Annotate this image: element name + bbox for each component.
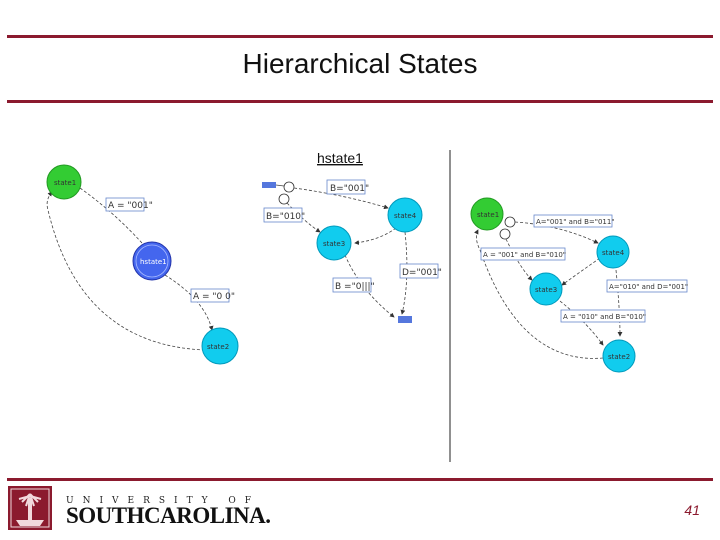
junction-right-2 bbox=[499, 228, 511, 240]
edge-r-state2-to-state1 bbox=[474, 229, 604, 359]
cond-b010: B="010" bbox=[266, 212, 305, 222]
hstate1-title: hstate1 bbox=[317, 150, 363, 166]
slide-title: Hierarchical States bbox=[242, 48, 478, 79]
south-carolina-text: SOUTHCAROLINA. bbox=[66, 503, 271, 528]
cond-a001: A = "001" bbox=[108, 201, 153, 211]
node-r-state2 bbox=[602, 339, 636, 373]
node-r-state3 bbox=[529, 272, 563, 306]
node-r-state1 bbox=[470, 197, 504, 231]
edge-r-state1-to-state4 bbox=[514, 221, 599, 244]
edge-hstate1-to-state2 bbox=[164, 274, 214, 331]
cond-r-a001-b011: A="001" and B="011" bbox=[536, 218, 615, 226]
cond-r-a010-b010: A = "010" and B="010" bbox=[563, 313, 646, 321]
cond-box-a010 bbox=[190, 288, 230, 303]
entry-marker bbox=[262, 182, 276, 188]
exit-marker bbox=[398, 316, 412, 323]
top-rule bbox=[7, 35, 713, 38]
node-hstate1-label: hstate1 bbox=[140, 258, 167, 266]
page-number: 41 bbox=[684, 502, 700, 518]
footer-rule bbox=[7, 478, 713, 481]
cond-r-a010-d001: A="010" and D="001" bbox=[609, 283, 688, 291]
edge-to-state3 bbox=[286, 202, 321, 233]
node-state3 bbox=[316, 225, 352, 261]
node-state4 bbox=[387, 197, 423, 233]
junction-2 bbox=[278, 193, 290, 205]
node-state1 bbox=[46, 164, 82, 200]
edge-to-state4 bbox=[293, 187, 389, 210]
node-r-state1-label: state1 bbox=[477, 211, 499, 219]
cond-a010: A = "0 0" bbox=[193, 292, 235, 302]
junction-right-1 bbox=[504, 216, 516, 228]
university-of-text: UNIVERSITY OF bbox=[66, 496, 261, 506]
university-logo: UNIVERSITY OF SOUTHCAROLINA. bbox=[8, 486, 271, 532]
cond-b001: B="001" bbox=[330, 184, 369, 194]
node-state2 bbox=[201, 327, 239, 365]
edge-state2-to-state1 bbox=[46, 191, 206, 351]
cond-d001: D="001" bbox=[402, 268, 442, 278]
edge-state4-to-exit bbox=[400, 231, 408, 315]
title-underline-rule bbox=[7, 100, 713, 103]
edge-r-state1-to-state3 bbox=[505, 238, 533, 281]
edge-state4-to-state3 bbox=[354, 227, 397, 245]
node-hstate1 bbox=[132, 241, 172, 281]
node-state4-label: state4 bbox=[394, 212, 417, 220]
edge-r-state4-to-state2 bbox=[615, 269, 623, 337]
node-state3-label: state3 bbox=[323, 240, 345, 248]
node-r-state3-label: state3 bbox=[535, 286, 557, 294]
junction-1 bbox=[283, 181, 295, 193]
node-state2-label: state2 bbox=[207, 343, 229, 351]
edge-state3-to-exit bbox=[344, 254, 395, 318]
edge-r-state3-to-state2 bbox=[555, 297, 604, 346]
cond-r-a001-b010: A = "001" and B="010" bbox=[483, 251, 566, 259]
palmetto-seal-icon bbox=[8, 486, 52, 530]
cond-b0111: B ="0|||" bbox=[335, 282, 375, 292]
node-r-state2-label: state2 bbox=[608, 353, 630, 361]
edge-r-state4-to-state3 bbox=[561, 257, 601, 286]
cond-box-a001 bbox=[105, 197, 145, 212]
node-r-state4-label: state4 bbox=[602, 249, 625, 257]
node-state1-label: state1 bbox=[54, 179, 76, 187]
node-r-state4 bbox=[596, 235, 630, 269]
right-statechart: A="001" and B="011" A = "001" and B="010… bbox=[470, 197, 688, 373]
left-statechart: A = "001" A = "0 0" state1 hstate1 state… bbox=[46, 164, 239, 365]
middle-statechart: hstate1 B="001" B="010" D="001" B ="0|||… bbox=[262, 150, 442, 323]
